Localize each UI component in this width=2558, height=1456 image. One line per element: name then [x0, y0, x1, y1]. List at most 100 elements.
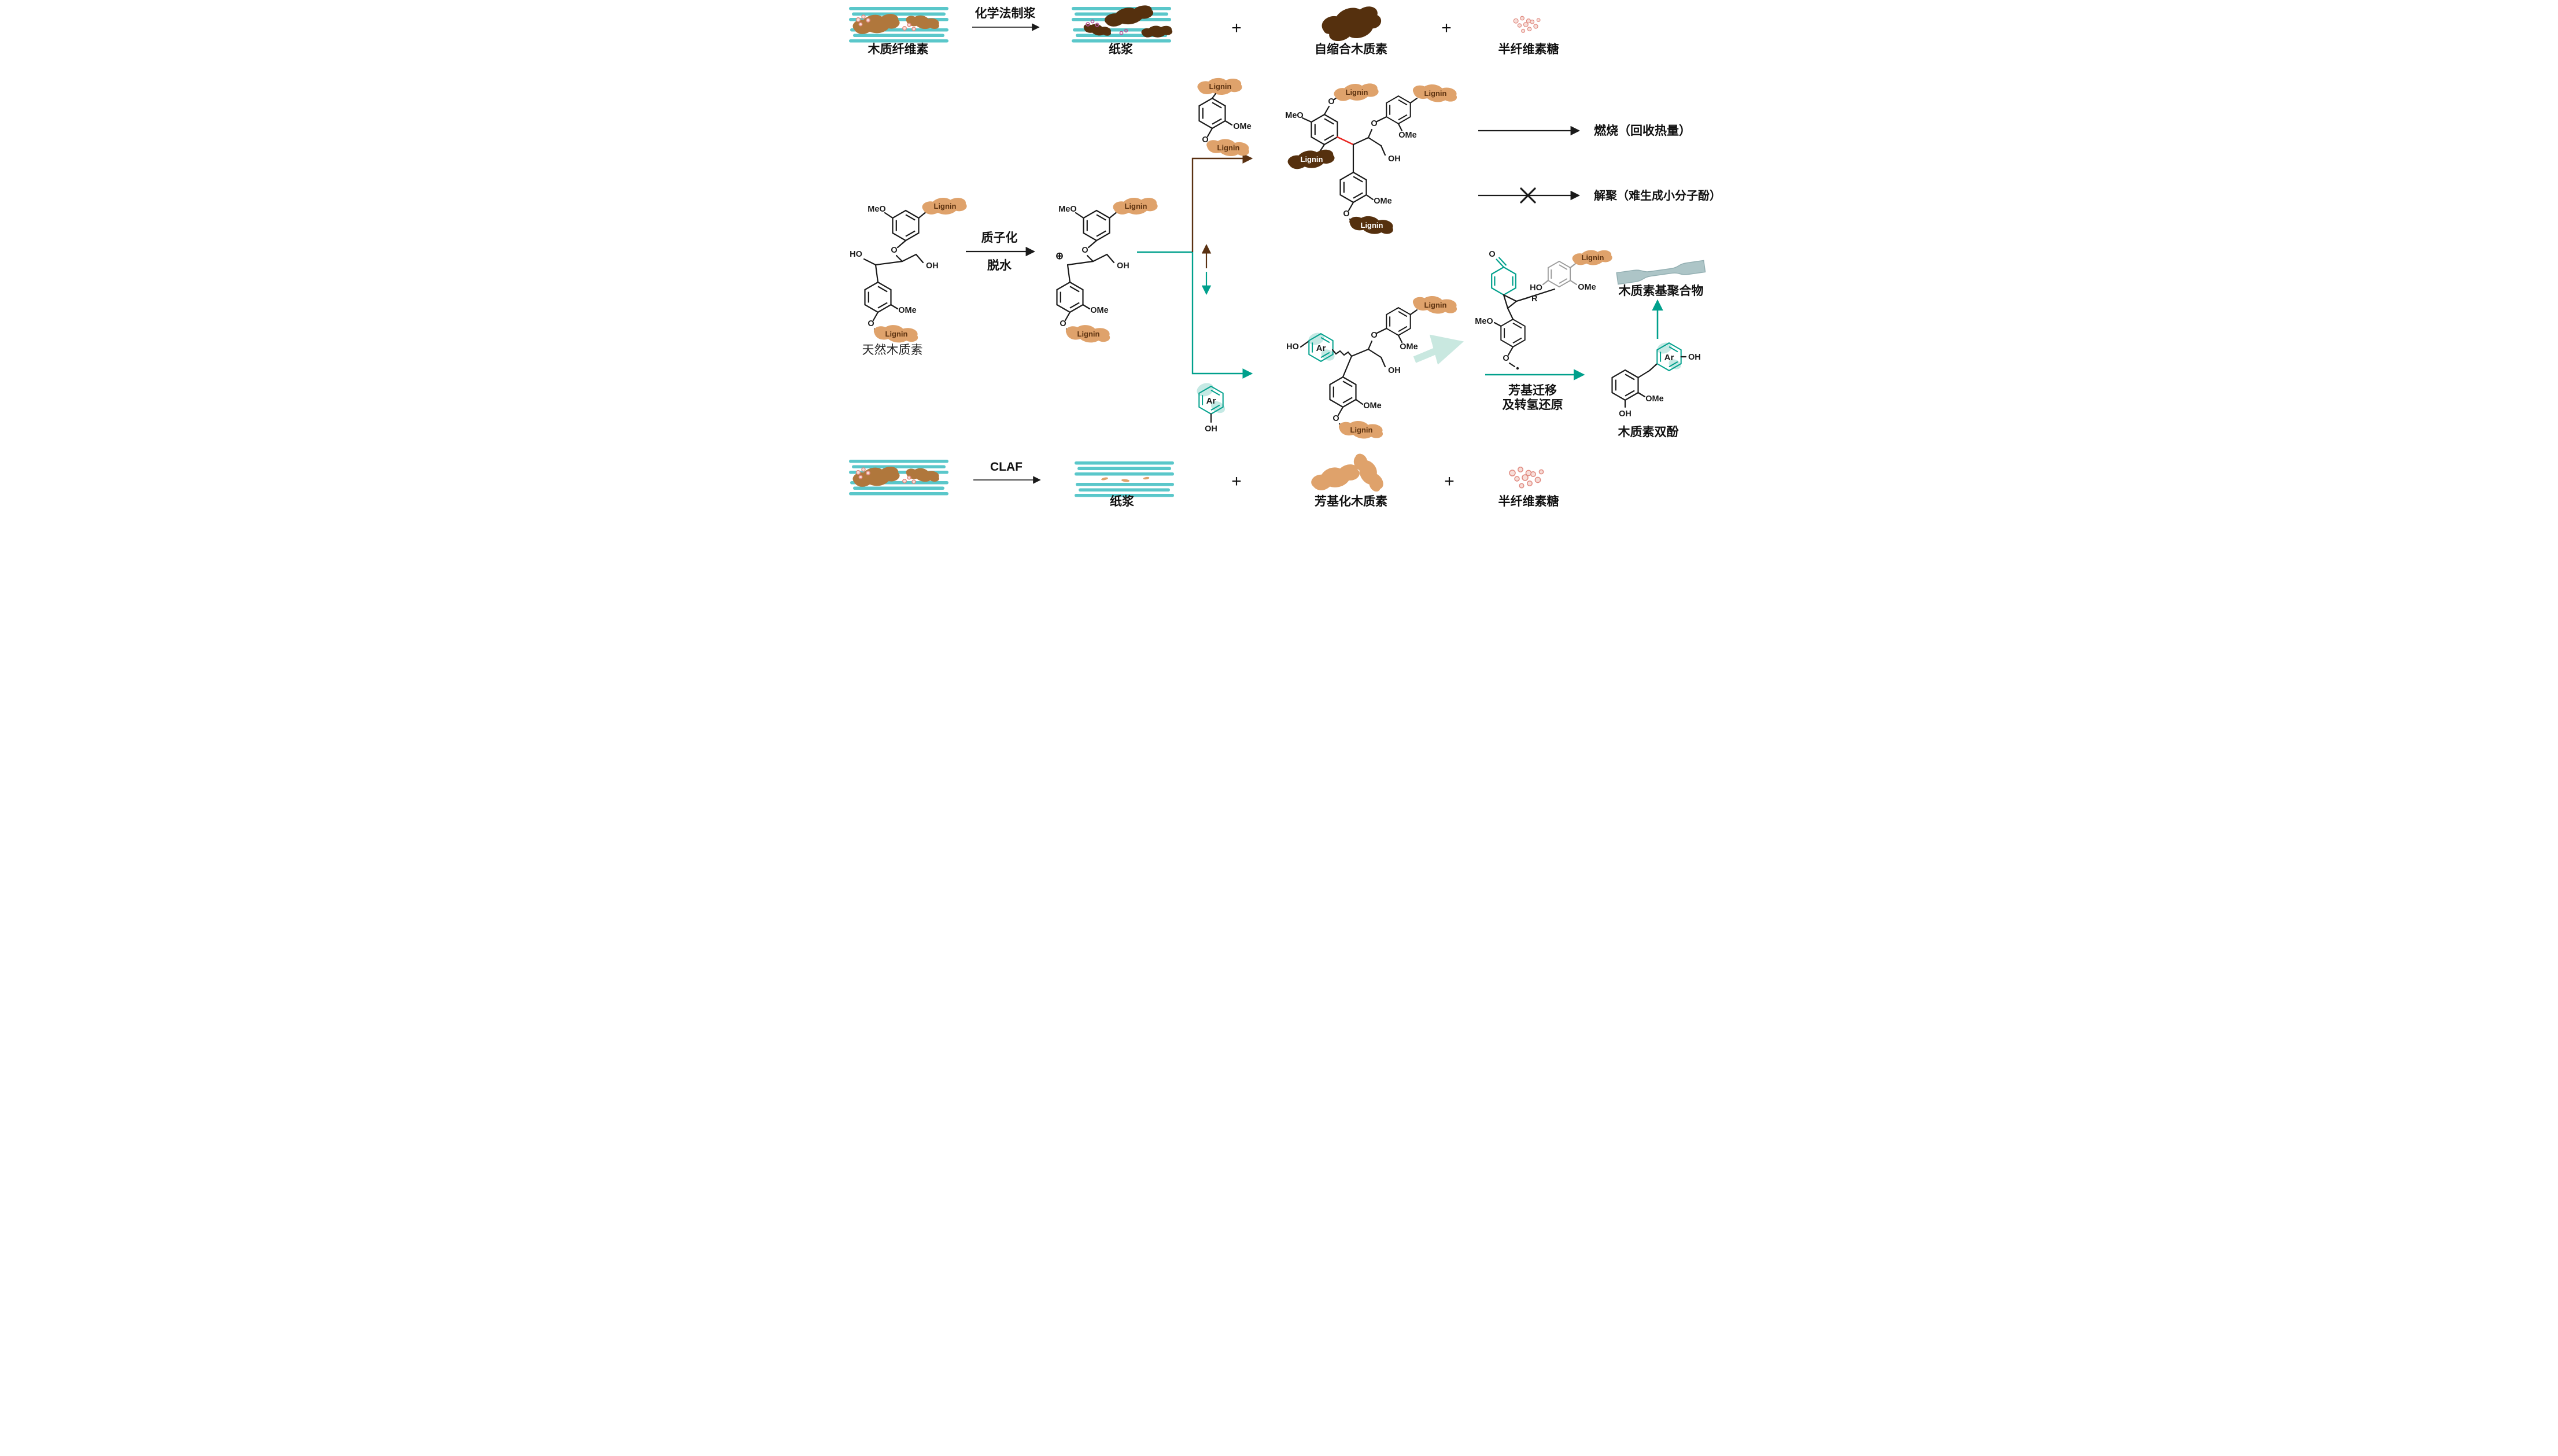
- atom-label: OMe: [1374, 197, 1391, 206]
- atom-label: O: [1081, 246, 1088, 255]
- condensed-product-structure: MeO O Lignin Lignin O Lignin OMe OH OMe …: [1285, 80, 1458, 237]
- atom-label: OH: [1388, 154, 1401, 164]
- diagram-canvas: 木质纤维素 化学法制浆 纸浆 + 自缩合木质素 + 半纤维素糖 MeO Lign…: [832, 0, 1721, 508]
- plus-sign-1: +: [1231, 19, 1242, 38]
- polymer-label: 木质素基聚合物: [1618, 284, 1704, 298]
- atom-label: O: [1328, 97, 1334, 106]
- arylated-lignin-structure: HO Ar O Lignin OMe OH OMe O Lignin: [1286, 294, 1458, 441]
- atom-label: OH: [1688, 353, 1701, 362]
- cyclopropane-ring: [1503, 293, 1518, 309]
- plus-sign-3: +: [1231, 472, 1242, 491]
- plus-sign-4: +: [1444, 472, 1455, 491]
- atom-label: OMe: [1398, 131, 1416, 140]
- claf-label: CLAF: [990, 460, 1023, 474]
- atom-label: O: [1371, 119, 1377, 128]
- lignocellulose-graphic-top: [849, 7, 948, 43]
- atom-label: HO: [1530, 283, 1542, 293]
- ar-phenol-nucleophile: Ar OH: [1197, 383, 1226, 434]
- lignin-tag-label: Lignin: [1301, 155, 1323, 164]
- lignin-tag-label: Lignin: [1209, 82, 1232, 91]
- figure: 木质纤维素 化学法制浆 纸浆 + 自缩合木质素 + 半纤维素糖 MeO Lign…: [832, 0, 1726, 509]
- atom-label: OMe: [1090, 306, 1108, 315]
- lignin-bisphenol-structure: Ar OH OMe OH: [1611, 342, 1701, 419]
- atom-label: OMe: [1400, 342, 1418, 352]
- lignin-tag-label: Lignin: [1361, 221, 1383, 230]
- atom-label: O: [868, 319, 874, 328]
- lignin-tag-label: Lignin: [1350, 426, 1373, 434]
- protonation-label: 质子化: [981, 231, 1018, 245]
- reaction-swoosh-arrow: [1413, 334, 1464, 365]
- natural-lignin-structure: MeO Lignin O OH HO OMe O Lignin: [850, 195, 968, 345]
- atom-label: HO: [1286, 342, 1299, 352]
- guaiacol-nucleophile-structure: Lignin OMe O Lignin: [1197, 76, 1252, 158]
- atom-label: O: [1489, 250, 1495, 259]
- combustion-label: 燃烧（回收热量）: [1594, 124, 1691, 138]
- pulp-label-bottom: 纸浆: [1110, 494, 1135, 508]
- lignocellulose-graphic-bottom: [849, 460, 948, 496]
- depolymerization-label: 解聚（难生成小分子酚）: [1594, 189, 1721, 202]
- ar-highlight: [1308, 332, 1324, 345]
- radical-dot: [1516, 367, 1519, 370]
- pulp-graphic-bottom: [1075, 461, 1174, 497]
- hemicellulose-label-top: 半纤维素糖: [1498, 42, 1559, 56]
- atom-label: MeO: [1285, 111, 1303, 120]
- spiro-intermediate-structure: O R MeO O HO OMe Lignin: [1475, 247, 1613, 370]
- lignin-tag-label: Lignin: [1125, 202, 1147, 210]
- hemicellulose-sugars-bottom: [1509, 467, 1544, 489]
- atom-label: O: [1332, 414, 1339, 423]
- hemicellulose-label-bottom: 半纤维素糖: [1498, 494, 1559, 508]
- atom-label: R: [1531, 294, 1538, 304]
- arylated-lignin-blobs: [1308, 450, 1388, 495]
- atom-label: OMe: [1578, 283, 1596, 292]
- plus-sign-2: +: [1441, 19, 1452, 38]
- ar-label: Ar: [1664, 353, 1674, 363]
- atom-label: OH: [1205, 424, 1217, 434]
- atom-label: OMe: [1363, 401, 1381, 411]
- arylated-lignin-label: 芳基化木质素: [1315, 494, 1387, 508]
- atom-label: OMe: [1645, 394, 1663, 404]
- wavy-bond: [1331, 349, 1353, 357]
- atom-label: OH: [926, 261, 939, 271]
- natural-lignin-label: 天然木质素: [862, 343, 923, 357]
- lignin-tag-label: Lignin: [885, 330, 908, 338]
- dehydration-label: 脱水: [987, 258, 1012, 272]
- atom-label: MeO: [868, 205, 885, 214]
- atom-label: MeO: [1475, 317, 1493, 326]
- pulping-arrow-label: 化学法制浆: [975, 6, 1036, 20]
- polymer-dogbone: [1616, 260, 1706, 285]
- ar-highlight: [1669, 359, 1681, 369]
- ar-highlight: [1321, 349, 1335, 361]
- condensed-lignin-blob: [1319, 2, 1384, 45]
- atom-label: O: [891, 246, 897, 255]
- atom-label: OH: [1117, 261, 1129, 271]
- lignin-tag-label: Lignin: [934, 202, 957, 210]
- lignin-tag-label: Lignin: [1217, 143, 1240, 152]
- pulp-label-top: 纸浆: [1109, 42, 1134, 56]
- ar-label: Ar: [1316, 343, 1326, 353]
- branch-up-arrow: [1191, 153, 1253, 252]
- atom-label: OMe: [1233, 122, 1251, 131]
- hemicellulose-sugars-top: [1513, 16, 1541, 33]
- aryl-migration-label-2: 及转氢还原: [1503, 398, 1563, 412]
- atom-label: O: [1202, 135, 1208, 145]
- atom-label: OMe: [898, 306, 916, 315]
- lignin-tag-label: Lignin: [1424, 301, 1447, 309]
- depolymerization-cross: [1520, 187, 1536, 204]
- aryl-migration-label-1: 芳基迁移: [1508, 383, 1557, 397]
- bisphenol-label: 木质素双酚: [1618, 425, 1680, 439]
- pulp-graphic-top: [1072, 2, 1173, 43]
- ar-highlight: [1210, 401, 1226, 413]
- lignin-tag-label: Lignin: [1424, 89, 1447, 98]
- ar-label: Ar: [1206, 396, 1216, 406]
- lignin-tag-label: Lignin: [1582, 253, 1604, 262]
- ar-highlight: [1657, 342, 1672, 354]
- condensed-lignin-label: 自缩合木质素: [1315, 42, 1387, 56]
- branch-down-arrow: [1191, 252, 1253, 379]
- atom-label: O: [1060, 319, 1066, 328]
- lignocellulose-label: 木质纤维素: [868, 42, 929, 56]
- lignin-tag-label: Lignin: [1077, 330, 1100, 338]
- atom-label: OH: [1619, 409, 1631, 419]
- atom-label: O: [1503, 354, 1509, 363]
- atom-label: O: [1343, 209, 1349, 219]
- atom-label: HO: [850, 250, 862, 259]
